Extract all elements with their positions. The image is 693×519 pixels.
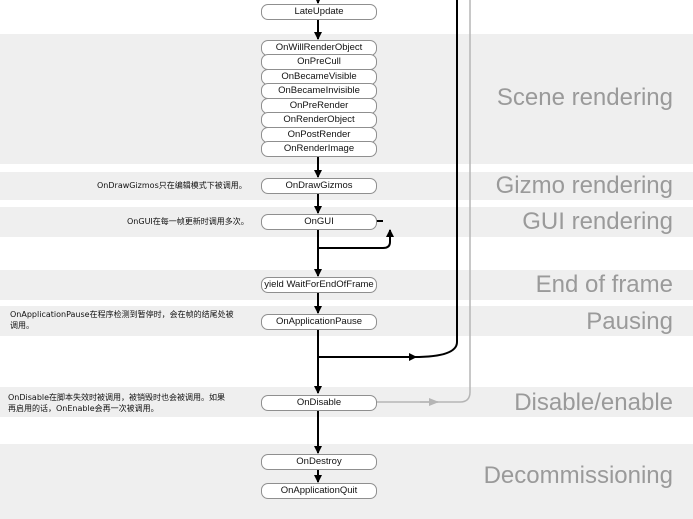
node-on-gui: OnGUI (261, 214, 377, 230)
node-on-pre-cull: OnPreCull (261, 54, 377, 70)
gui-repeat-loop (318, 229, 394, 249)
section-title-gizmo-rendering: Gizmo rendering (495, 172, 673, 199)
node-on-application-pause: OnApplicationPause (261, 314, 377, 330)
node-on-became-invisible: OnBecameInvisible (261, 83, 377, 99)
note-on-application-pause-line1: OnApplicationPause在程序检测到暂停时，会在帧的结尾处被 (10, 310, 234, 319)
node-on-render-object: OnRenderObject (261, 112, 377, 128)
section-title-pausing: Pausing (586, 308, 673, 335)
note-on-draw-gizmos: OnDrawGizmos只在编辑模式下被调用。 (97, 181, 247, 190)
enable-loop-back (376, 0, 471, 403)
note-on-disable-line2: 再启用的话，OnEnable会再一次被调用。 (8, 404, 159, 413)
note-on-disable-line1: OnDisable在脚本失效时被调用，被销毁时也会被调用。如果 (8, 393, 226, 402)
section-title-scene-rendering: Scene rendering (496, 84, 673, 111)
section-title-gui-rendering: GUI rendering (522, 208, 673, 235)
note-on-application-pause-line2: 调用。 (10, 321, 34, 330)
node-on-disable: OnDisable (261, 395, 377, 411)
node-on-destroy: OnDestroy (261, 454, 377, 470)
node-on-render-image: OnRenderImage (261, 141, 377, 157)
node-yield-wait-for-end-of-frame: yield WaitForEndOfFrame (261, 277, 377, 293)
node-on-application-quit: OnApplicationQuit (261, 483, 377, 499)
note-on-application-pause: OnApplicationPause在程序检测到暂停时，会在帧的结尾处被 调用。 (10, 309, 234, 331)
note-on-disable: OnDisable在脚本失效时被调用，被销毁时也会被调用。如果 再启用的话，On… (8, 392, 225, 414)
node-on-draw-gizmos: OnDrawGizmos (261, 178, 377, 194)
section-title-disable-enable: Disable/enable (514, 389, 673, 416)
section-title-decommissioning: Decommissioning (483, 462, 673, 489)
section-title-end-of-frame: End of frame (535, 271, 673, 298)
node-late-update: LateUpdate (261, 4, 377, 20)
note-on-gui: OnGUI在每一帧更新时调用多次。 (127, 217, 249, 226)
